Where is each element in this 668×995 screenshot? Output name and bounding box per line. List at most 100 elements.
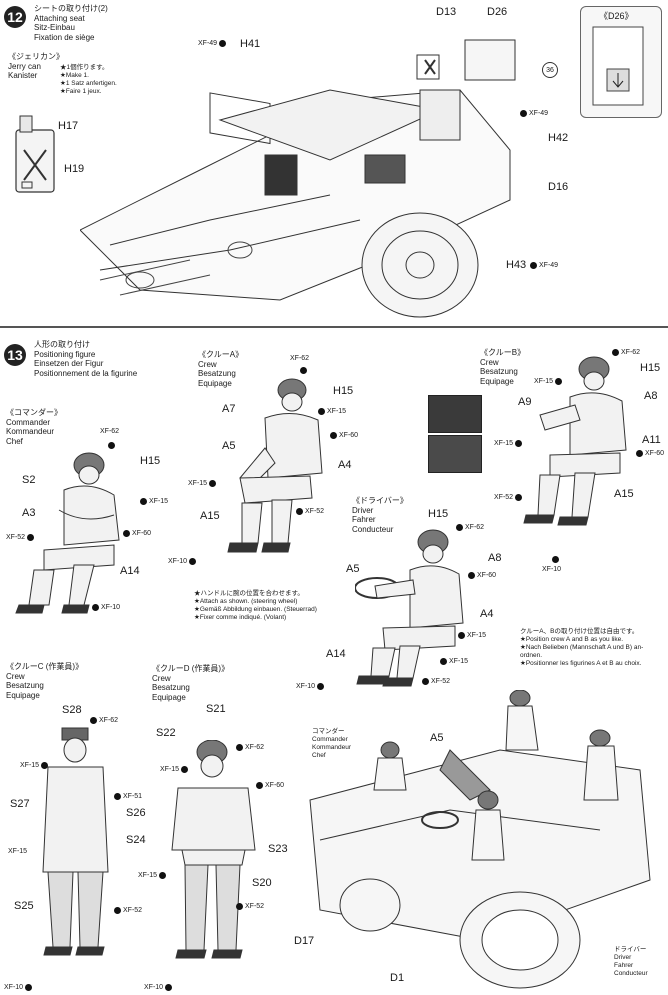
paint-label: XF-62: [465, 524, 485, 531]
paint-dot-icon: [612, 349, 619, 356]
paint-dot-icon: [468, 572, 475, 579]
part-crew-d-s22: S22: [156, 727, 176, 739]
jerry-note-ja: ★1個作ります。: [60, 64, 109, 71]
crew-b-caption: 《クルーB》 Crew Besatzung Equipage: [480, 348, 525, 386]
crew-c-figure-drawing: [42, 727, 109, 956]
part-crew-c-s25: S25: [14, 900, 34, 912]
paint-label: XF-60: [339, 432, 359, 439]
driver-attach-note: ★ハンドルに腕の位置を合わせます。 ★Attach as shown. (ste…: [194, 590, 317, 622]
paint-dot-icon: [92, 604, 99, 611]
commander-de: Kommandeur: [6, 427, 55, 436]
part-h42: H42: [548, 132, 569, 144]
step-12-title-ja: シートの取り付け(2): [34, 4, 108, 13]
part-crew-d-s21: S21: [206, 703, 226, 715]
paint-dot-icon: [515, 494, 523, 501]
paint-dot-icon: [181, 766, 189, 773]
paint-dot-icon: [318, 408, 325, 415]
part-crew-c-s28: S28: [62, 704, 82, 716]
paint-driver-a: XF-62: [456, 524, 484, 531]
crew-d-caption: 《クルーD (作業員)》 Crew Besatzung Equipage: [152, 664, 229, 702]
paint-crew-d-a: XF-62: [236, 744, 264, 751]
position-note-fr: ★Positionner les figurines A et B au cho…: [520, 660, 642, 667]
part-crew-a-a4: A4: [338, 459, 352, 471]
part-crew-b-a15: A15: [614, 488, 634, 500]
crew-b-ja: 《クルーB》: [480, 348, 526, 357]
paint-label: XF-15: [467, 632, 487, 639]
assembly-driver-en: Driver: [614, 954, 632, 961]
paint-label: XF-15: [138, 872, 158, 879]
driver-ja: 《ドライバー》: [352, 496, 408, 505]
part-driver-h15: H15: [428, 508, 449, 520]
paint-driver-d: XF-15: [440, 658, 468, 665]
d26-plate-drawing: [592, 26, 644, 106]
driver-en: Driver: [352, 505, 374, 515]
crew-a-de: Besatzung: [198, 369, 236, 378]
paint-dot-icon: [530, 262, 537, 269]
crew-a-ja: 《クルーA》: [198, 350, 244, 359]
paint-crew-b-d: XF-60: [636, 450, 664, 457]
driver-figure-drawing: [355, 529, 464, 687]
paint-dot-icon: [209, 480, 217, 487]
paint-label: XF-10: [101, 604, 121, 611]
crew-c-caption: 《クルーC (作業員)》 Crew Besatzung Equipage: [6, 662, 83, 700]
paint-label: XF-49: [198, 40, 218, 47]
paint-commander-e: XF-10: [92, 604, 120, 611]
part-crew-d-s23: S23: [268, 843, 288, 855]
part-crew-a-a7: A7: [222, 403, 236, 415]
assembly-commander-fr: Chef: [312, 752, 326, 759]
paint-label: XF-60: [265, 782, 285, 789]
assembly-driver-de: Fahrer: [614, 962, 634, 969]
paint-crew-b-b: XF-15: [534, 378, 563, 385]
paint-dot-icon: [114, 793, 121, 800]
crew-b-figure-drawing: [523, 356, 627, 526]
paint-dot-icon: [317, 683, 325, 690]
paint-xf49-right: XF-49: [520, 110, 548, 117]
driver-note-fr: ★Fixer comme indiqué. (Volant): [194, 614, 287, 621]
position-note: クルーA、Bの取り付け位置は自由です。 ★Position crew A and…: [520, 628, 643, 668]
reference-photo-1: [428, 395, 482, 433]
paint-dot-icon: [90, 717, 97, 724]
paint-dot-icon: [236, 903, 243, 910]
paint-dot-icon: [123, 530, 130, 537]
jerry-can-caption: 《ジェリカン》 Jerry can Kanister: [8, 52, 64, 81]
paint-dot-icon: [636, 450, 643, 457]
paint-label: XF-10: [144, 984, 164, 991]
paint-xf49-h43: XF-49: [530, 262, 558, 269]
crew-d-fr: Equipage: [152, 692, 186, 702]
part-assembly-a5: A5: [430, 732, 444, 744]
commander-ja: 《コマンダー》: [6, 408, 62, 417]
paint-crew-b-f: XF-10: [542, 566, 561, 573]
part-commander-h15: H15: [140, 455, 161, 467]
part-crew-c-s26: S26: [126, 807, 146, 819]
commander-fr: Chef: [6, 436, 23, 446]
assembly-driver-caption: ドライバー Driver Fahrer Conducteur: [614, 946, 648, 978]
paint-dot-icon: [114, 907, 121, 914]
paint-dot-icon: [300, 367, 307, 374]
paint-crew-c-f: XF-10: [4, 984, 33, 991]
paint-label: XF-52: [6, 534, 26, 541]
paint-dot-icon: [515, 440, 523, 447]
crew-a-fr: Equipage: [198, 378, 232, 388]
paint-commander-a: XF-62: [100, 428, 119, 435]
step-13-badge: 13: [4, 344, 26, 366]
part-crew-b-a8: A8: [644, 390, 658, 402]
paint-label: XF-15: [327, 408, 347, 415]
crew-c-ja: 《クルーC (作業員)》: [6, 662, 84, 671]
paint-crew-d-b: XF-15: [160, 766, 189, 773]
paint-label: XF-52: [123, 907, 143, 914]
paint-crew-c-b: XF-15: [20, 762, 49, 769]
part-assembly-d1: D1: [390, 972, 405, 984]
part-crew-b-a9: A9: [518, 396, 532, 408]
paint-label: XF-10: [168, 558, 188, 565]
paint-crew-d-f: XF-10: [144, 984, 173, 991]
assembly-commander-en: Commander: [312, 736, 348, 743]
step-12-title-en: Attaching seat: [34, 13, 85, 23]
paint-label: XF-10: [296, 683, 316, 690]
paint-label: XF-62: [621, 349, 641, 356]
paint-label: XF-15: [20, 762, 40, 769]
paint-commander-c: XF-60: [123, 530, 151, 537]
jerry-note-en: ★Make 1.: [60, 72, 89, 79]
paint-label: XF-62: [245, 744, 265, 751]
step-13-title-en: Positioning figure: [34, 349, 96, 359]
paint-commander-b: XF-15: [140, 498, 168, 505]
